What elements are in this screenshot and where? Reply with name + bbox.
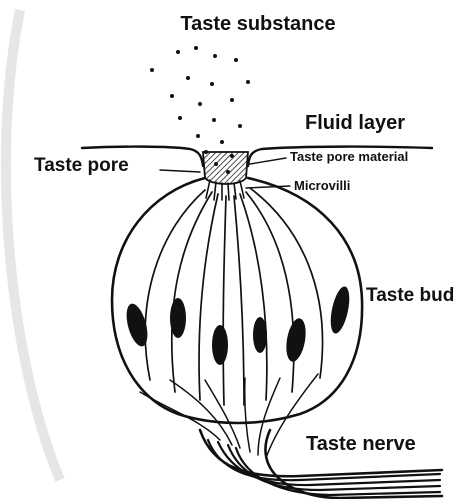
label-fluid-layer: Fluid layer: [305, 112, 405, 134]
leader-taste-pore-material: [250, 158, 286, 164]
label-taste-substance: Taste substance: [180, 13, 335, 35]
label-taste-nerve: Taste nerve: [306, 433, 416, 455]
label-microvilli: Microvilli: [294, 178, 350, 193]
gustatory-cells: [145, 188, 322, 405]
watermark-ring: [6, 10, 60, 480]
taste-pore-material-plug: [203, 152, 248, 184]
leader-taste-pore: [160, 170, 200, 172]
label-taste-bud: Taste bud: [366, 285, 454, 306]
label-taste-pore: Taste pore: [34, 155, 129, 176]
leader-microvilli: [246, 186, 290, 188]
taste-bud-outline: [112, 178, 362, 423]
label-taste-pore-material: Taste pore material: [290, 149, 408, 164]
